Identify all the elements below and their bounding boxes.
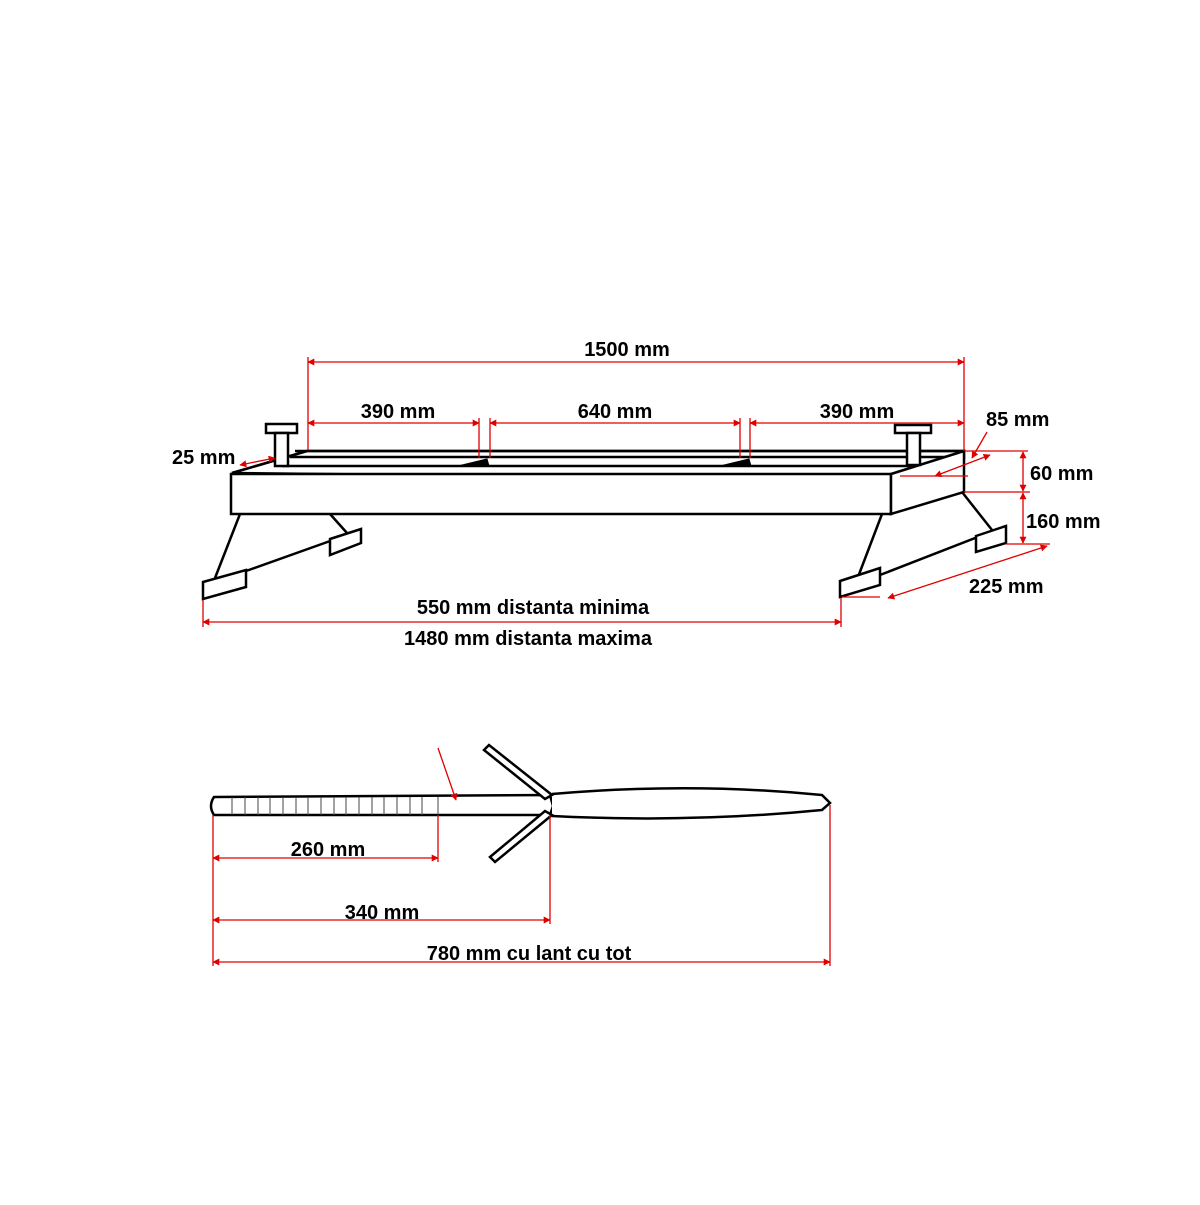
depth-label: 85 mm <box>986 409 1049 431</box>
left-leg <box>201 513 363 601</box>
segment-middle-label: 640 mm <box>578 401 653 423</box>
left-pin <box>264 422 299 468</box>
stake-threads <box>231 797 439 815</box>
frame-labels: 1500 mm 390 mm 640 mm 390 mm 25 mm 85 mm… <box>172 339 1101 650</box>
upper-barb <box>482 743 555 801</box>
segment-right-label: 390 mm <box>820 401 895 423</box>
right-pin <box>893 423 933 467</box>
segment-left-label: 390 mm <box>361 401 436 423</box>
stake-body <box>209 793 555 817</box>
stake-chain <box>551 786 832 820</box>
stake-drawing <box>209 743 832 864</box>
foot-length-label: 225 mm <box>969 576 1044 598</box>
beam-height-label: 60 mm <box>1030 463 1093 485</box>
stake-labels: 260 mm 340 mm 780 mm cu lant cu tot <box>291 839 632 965</box>
stake-length-label: 340 mm <box>345 902 420 924</box>
max-distance-label: 1480 mm distanta maxima <box>404 628 653 650</box>
min-distance-label: 550 mm distanta minima <box>417 597 650 619</box>
leg-height-label: 160 mm <box>1026 511 1101 533</box>
frame-drawing <box>201 422 1008 601</box>
cross-supports <box>457 458 752 467</box>
pin-offset-label: 25 mm <box>172 447 235 469</box>
total-length-label: 780 mm cu lant cu tot <box>427 943 632 965</box>
lower-barb <box>488 809 555 864</box>
frame-dimensions <box>202 357 1050 627</box>
front-beam <box>229 472 893 516</box>
threaded-length-label: 260 mm <box>291 839 366 861</box>
stake-dimensions <box>212 747 831 966</box>
overall-length-label: 1500 mm <box>584 339 670 361</box>
